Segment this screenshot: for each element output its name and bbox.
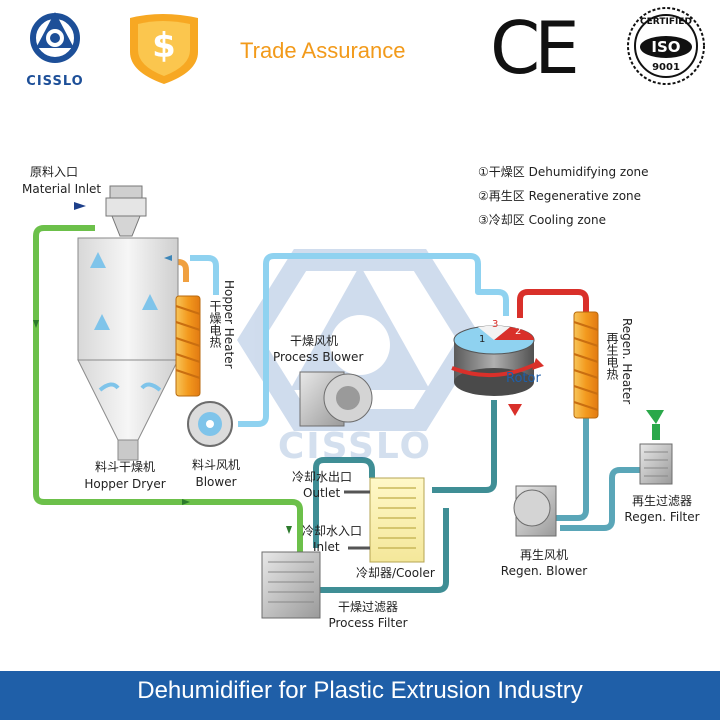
legend-num: ③ [478, 213, 489, 227]
red-regen-pipe [517, 289, 589, 318]
legend-en: Regenerative zone [528, 189, 642, 203]
legend-num: ② [478, 189, 489, 203]
regen-blower-unit [513, 485, 557, 537]
legend-num: ① [478, 165, 489, 179]
hopper-blower-unit [187, 401, 233, 447]
legend-cn: 冷却区 [488, 213, 525, 227]
brand-name: CISSLO [26, 74, 84, 89]
rotor-zone-1: 1 [479, 334, 486, 345]
regen-heater-label-cn: 再生电热 [605, 332, 619, 380]
legend-en: Cooling zone [528, 213, 607, 227]
watermark-logo-icon [237, 249, 483, 431]
hopper-blower-label-cn: 料斗风机 [191, 458, 240, 472]
hopper-heater-label-en: Hopper Heater [222, 280, 236, 369]
material-inlet-label-en: Material Inlet [22, 182, 102, 196]
outlet-label-cn: 冷却水出口 [292, 470, 353, 484]
process-blower-label-en: Process Blower [273, 350, 364, 364]
inlet-label-cn: 冷却水入口 [302, 524, 363, 538]
legend-cn: 再生区 [488, 189, 525, 203]
regen-filter-unit [639, 410, 673, 485]
rotor-wheel [451, 325, 544, 396]
footer-title: Dehumidifier for Plastic Extrusion Indus… [137, 677, 583, 704]
process-filter-label-cn: 干燥过滤器 [337, 600, 398, 614]
legend-item-regenerative: ②再生区 Regenerative zone [478, 189, 641, 203]
legend-item-dehumidifying: ①干燥区 Dehumidifying zone [478, 165, 649, 179]
hopper-heater-label-cn: 干燥电热 [208, 300, 222, 348]
process-blower-label-cn: 干燥风机 [290, 334, 339, 348]
regen-blower-label-en: Regen. Blower [500, 564, 588, 578]
green-return-pipe [33, 225, 303, 552]
iso-certified-text: CERTIFIED [640, 17, 692, 27]
rotor-label: Rotor [506, 371, 541, 386]
regen-filter-label-cn: 再生过滤器 [631, 494, 692, 508]
dollar-icon: $ [152, 26, 176, 66]
regen-blower-label-cn: 再生风机 [519, 548, 568, 562]
footer-bar [0, 671, 720, 720]
legend-en: Dehumidifying zone [528, 165, 649, 179]
hopper-dryer-label-en: Hopper Dryer [84, 477, 166, 491]
hopper-dryer-body [77, 237, 179, 461]
hopper-heater-coil [175, 295, 201, 397]
legend-item-cooling: ③冷却区 Cooling zone [478, 213, 606, 227]
teal-regen-pipe [552, 418, 640, 531]
material-loader [105, 185, 147, 237]
cooler-unit [344, 477, 425, 563]
hopper-air-arrows [90, 252, 162, 392]
flow-arrow-icons [33, 202, 522, 534]
light-blue-process-pipe [190, 253, 509, 427]
trade-assurance-shield-icon [130, 14, 198, 84]
material-inlet-label-cn: 原料入口 [30, 165, 79, 179]
process-filter-unit [261, 551, 321, 619]
ce-mark: CE [490, 6, 580, 90]
hopper-blower-label-en: Blower [195, 475, 237, 489]
process-filter-label-en: Process Filter [328, 616, 408, 630]
rotor-zone-2: 2 [515, 326, 522, 337]
legend-cn: 干燥区 [488, 165, 525, 179]
trade-assurance-label: Trade Assurance [240, 38, 406, 63]
iso-9001-text: 9001 [652, 62, 680, 73]
cisslo-logo-icon [30, 12, 80, 63]
watermark-text: CISSLO [277, 426, 433, 467]
iso-certified-seal-icon [627, 7, 705, 85]
hopper-dryer-label-cn: 料斗干燥机 [94, 460, 155, 474]
rotor-zone-3: 3 [492, 319, 499, 330]
cooler-label: 冷却器/Cooler [356, 566, 435, 580]
regen-heater-coil [573, 311, 599, 419]
regen-heater-label-en: Regen. Heater [620, 318, 634, 405]
inlet-label-en: Inlet [313, 540, 340, 554]
process-blower-unit [299, 371, 373, 427]
regen-filter-label-en: Regen. Filter [624, 510, 700, 524]
iso-text: ISO [651, 38, 681, 56]
teal-cooler-pipe [313, 400, 497, 593]
outlet-label-en: Outlet [303, 486, 341, 500]
